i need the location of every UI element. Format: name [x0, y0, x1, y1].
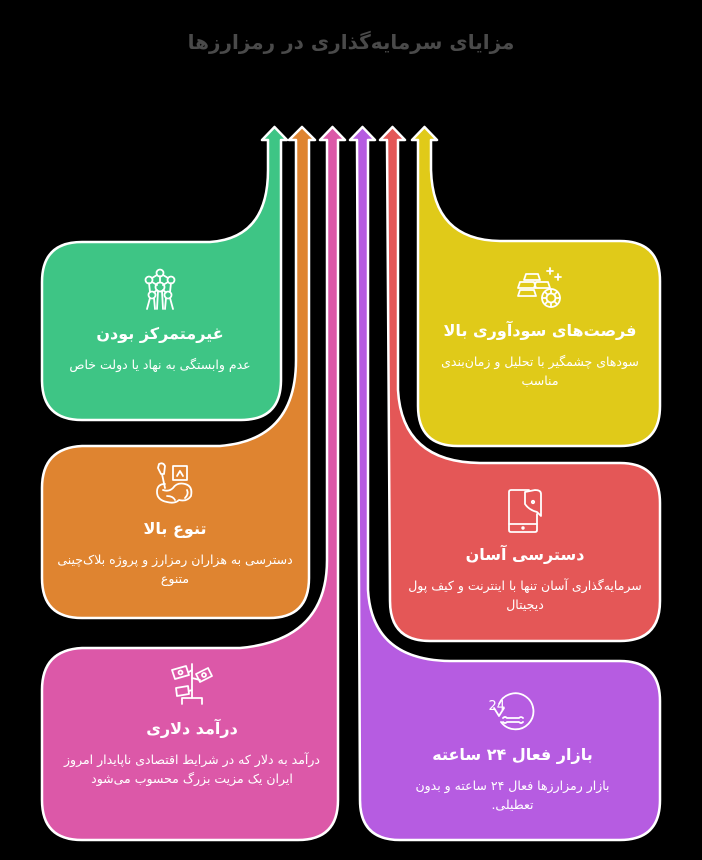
art-brush-palette-icon — [156, 462, 193, 504]
green-arrow-card — [40, 125, 289, 422]
card-heading: بازار فعال ۲۴ ساعته — [432, 745, 593, 764]
card-heading: درآمد دلاری — [146, 719, 238, 738]
red-arrow-card — [378, 125, 662, 643]
card-heading: دسترسی آسان — [465, 545, 585, 564]
money-plant-icon — [171, 663, 213, 705]
gold-bars-coin-icon — [517, 267, 562, 308]
card-heading: غیرمتمرکز بودن — [96, 324, 224, 343]
card-description: درآمد به دلار که در شرایط اقتصادی ناپاید… — [64, 752, 320, 786]
card-heading: فرصت‌های سودآوری بالا — [443, 321, 637, 340]
card-market-24h: 24 بازار فعال ۲۴ ساعته بازار رمزارزها فع… — [395, 686, 630, 814]
orange-arrow-card — [40, 125, 317, 620]
card-description: دسترسی به هزاران رمزارز و پروژه بلاک‌چین… — [57, 552, 293, 586]
card-diversity: تنوع بالا دسترسی به هزاران رمزارز و پروژ… — [55, 460, 295, 588]
card-description: سودهای چشمگیر با تحلیل و زمان‌بندی مناسب — [441, 354, 639, 388]
card-high-profit: فرصت‌های سودآوری بالا سودهای چشمگیر با ت… — [440, 262, 640, 390]
card-description: بازار رمزارزها فعال ۲۴ ساعته و بدون تعطی… — [415, 778, 610, 812]
card-dollar-income: درآمد دلاری درآمد به دلار که در شرایط اق… — [62, 660, 322, 788]
card-description: سرمایه‌گذاری آسان تنها با اینترنت و کیف … — [408, 578, 642, 612]
card-easy-access: دسترسی آسان سرمایه‌گذاری آسان تنها با ای… — [405, 486, 645, 614]
card-heading: تنوع بالا — [143, 519, 207, 538]
mobile-wallet-icon — [508, 489, 542, 533]
page-title: مزایای سرمایه‌گذاری در رمزارزها — [187, 30, 515, 54]
card-decentralization: غیرمتمرکز بودن عدم وابستگی به نهاد یا دو… — [50, 265, 270, 374]
atomium-network-icon — [144, 268, 176, 310]
purple-arrow-card — [348, 125, 662, 842]
svg-text:24: 24 — [489, 699, 505, 714]
24-hour-service-icon: 24 — [489, 692, 534, 731]
card-description: عدم وابستگی به نهاد یا دولت خاص — [69, 357, 251, 372]
pink-arrow-card — [40, 125, 347, 842]
